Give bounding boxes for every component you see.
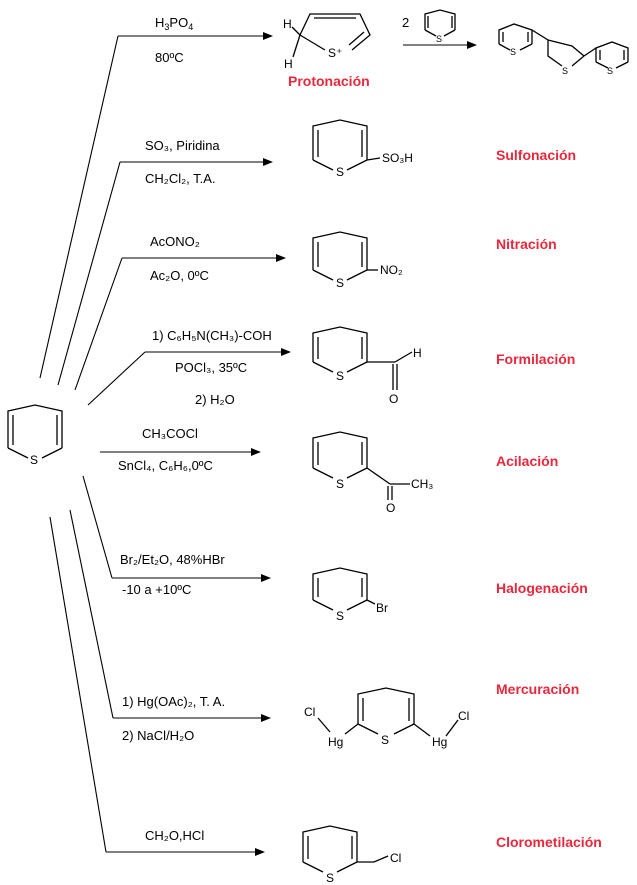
condition-acylation: SnCl₄, C₆H₆,0ºC — [118, 458, 213, 473]
name-acylation: Acilación — [496, 453, 558, 469]
sulfur-atom-p7: S — [381, 733, 389, 747]
product-aldehyde: S H O — [312, 326, 422, 406]
product-nitro: S NO₂ — [312, 231, 403, 290]
thiophene-reagent-small: S — [424, 9, 456, 44]
sulfur-atom-p2: S — [336, 165, 344, 179]
name-mercuration: Mercuración — [496, 681, 579, 697]
reagent-sulfonation: SO₃, Piridina — [145, 138, 220, 153]
mercury-right: Hg — [432, 735, 447, 749]
sulfur-atom-trimer-3: S — [607, 66, 613, 76]
condition-nitration: Ac₂O, 0ºC — [150, 268, 209, 283]
reaction-names: Protonación Sulfonación Nitración Formil… — [288, 73, 602, 850]
name-nitration: Nitración — [496, 236, 557, 252]
product-sulfonic-acid: S SO₃H — [312, 119, 413, 179]
mercury-left: Hg — [328, 735, 343, 749]
sulfur-atom-small: S — [436, 34, 442, 44]
chlorine-right: Cl — [458, 709, 469, 723]
reagent-halogenation: Br₂/Et₂O, 48%HBr — [120, 552, 225, 567]
dimerization-count: 2 — [402, 15, 409, 30]
reagent-labels: H3PO4 80ºC 2 SO₃, Piridina CH₂Cl₂, T.A. … — [118, 15, 409, 843]
condition-protonation: 80ºC — [155, 50, 184, 65]
sulfur-atom-p5: S — [336, 477, 344, 491]
substituent-acetyl-o: O — [386, 501, 395, 515]
name-protonation: Protonación — [288, 73, 370, 89]
product-trimer: S S S — [498, 23, 629, 76]
hydrogen-atom-bottom: H — [284, 57, 293, 71]
sulfur-atom-p6: S — [336, 609, 344, 623]
condition-sulfonation: CH₂Cl₂, T.A. — [145, 171, 216, 186]
reagent-formylation: 1) C₆H₅N(CH₃)-COH — [152, 328, 272, 343]
sulfur-atom: S — [30, 453, 38, 467]
reagent-chloromethylation: CH₂O,HCl — [145, 828, 204, 843]
substituent-aldehyde-o: O — [389, 392, 398, 406]
hydrogen-atom-top: H — [283, 17, 292, 31]
product-chloromethyl: S Cl — [302, 825, 401, 885]
condition-halogenation: -10 a +10ºC — [122, 582, 191, 597]
condition-formylation: POCl₃, 35ºC — [175, 360, 247, 375]
reagent-mercuration: 1) Hg(OAc)₂, T. A. — [122, 694, 225, 709]
sulfur-atom-trimer-2: S — [562, 66, 568, 76]
name-chloromethylation: Clorometilación — [496, 834, 602, 850]
product-acetyl: S O CH₃ — [312, 431, 433, 515]
product-mercury: S Hg Hg Cl Cl — [304, 687, 469, 749]
reaction-arrows — [100, 32, 477, 856]
sulfur-atom-p8: S — [326, 871, 334, 885]
condition2-formylation: 2) H₂O — [195, 392, 235, 407]
substituent-aldehyde-h: H — [413, 346, 422, 360]
name-formylation: Formilación — [496, 351, 575, 367]
reagent-acylation: CH₃COCl — [142, 426, 198, 441]
substituent-acetyl-methyl: CH₃ — [411, 477, 433, 491]
substituent-chloromethyl: Cl — [390, 851, 401, 865]
name-sulfonation: Sulfonación — [496, 147, 576, 163]
product-protonated: H H S⁺ — [283, 13, 371, 71]
sulfur-atom-p3: S — [336, 276, 344, 290]
sulfur-atom-p4: S — [336, 369, 344, 383]
thiophene-start: S — [7, 404, 63, 467]
condition-mercuration: 2) NaCl/H₂O — [122, 728, 194, 743]
sulfonium-atom: S⁺ — [328, 46, 342, 60]
reagent-protonation: H3PO4 — [155, 15, 193, 32]
substituent-sulfonic: SO₃H — [382, 151, 413, 165]
reagent-nitration: AcONO₂ — [150, 234, 200, 249]
sulfur-atom-trimer-1: S — [510, 47, 516, 57]
product-bromo: S Br — [312, 567, 388, 623]
chlorine-left: Cl — [304, 705, 315, 719]
substituent-nitro: NO₂ — [380, 263, 403, 277]
branch-lines — [39, 35, 146, 853]
name-halogenation: Halogenación — [496, 580, 588, 596]
substituent-bromo: Br — [376, 601, 388, 615]
